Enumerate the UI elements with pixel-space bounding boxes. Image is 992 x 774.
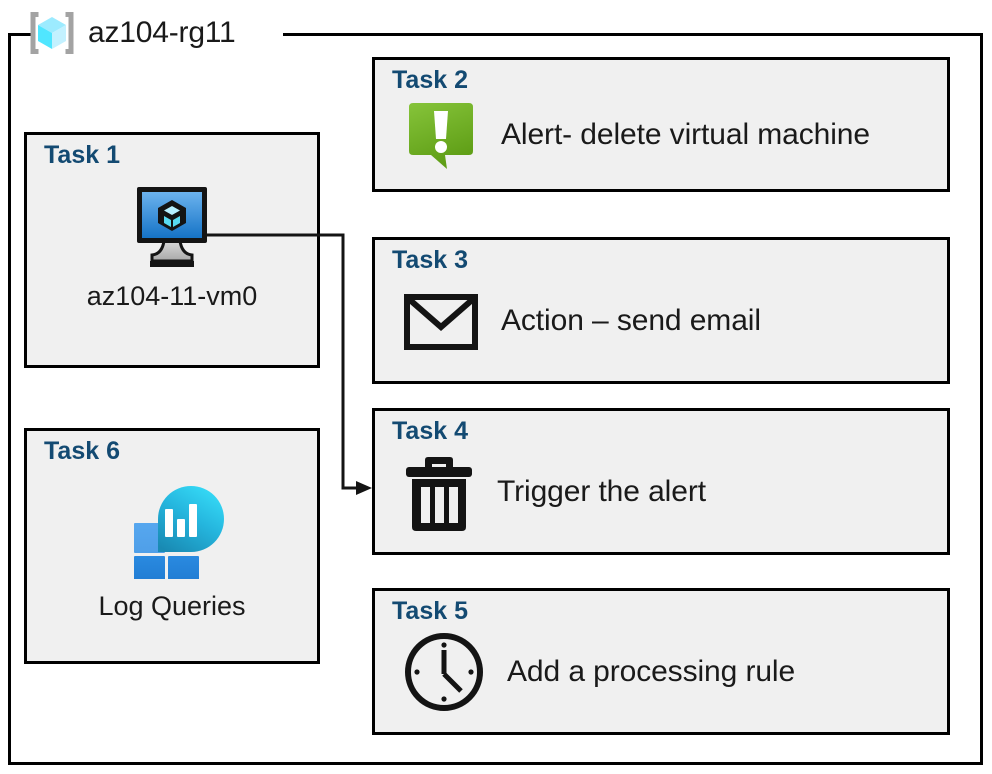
task-4-caption: Trigger the alert: [497, 474, 706, 508]
trash-can-icon: [406, 456, 472, 531]
task-4-label: Task 4: [392, 417, 468, 445]
task-2-caption: Alert- delete virtual machine: [501, 117, 870, 151]
task-1-icon-wrap: [124, 183, 220, 269]
task-2-icon-wrap: [403, 97, 479, 173]
task-5-label: Task 5: [392, 597, 468, 625]
task-4-row: Trigger the alert: [375, 451, 706, 533]
resource-group-cube-icon: [30, 12, 74, 54]
task-3-caption: Action – send email: [501, 303, 761, 337]
task-2-row: Alert- delete virtual machine: [375, 97, 870, 173]
task-2-box[interactable]: Task 2 Alert- delete virtual machine: [372, 57, 950, 192]
task-6-label: Task 6: [44, 437, 120, 465]
task-3-label: Task 3: [392, 246, 468, 274]
resource-group-frame-top-right-segment: [283, 33, 983, 36]
task-1-label: Task 1: [44, 141, 120, 169]
envelope-icon: [404, 293, 478, 350]
resource-group-frame-top-left-segment: [8, 33, 32, 36]
clock-icon: [405, 632, 483, 711]
task-5-caption: Add a processing rule: [507, 654, 796, 688]
task-4-icon-wrap: [403, 451, 475, 533]
task-3-row: Action – send email: [375, 291, 761, 351]
task-5-row: Add a processing rule: [375, 631, 795, 713]
task-1-box[interactable]: Task 1: [24, 132, 320, 368]
task-4-box[interactable]: Task 4 Trigger the alert: [372, 408, 950, 555]
alert-callout-exclamation-icon: [409, 102, 473, 169]
task-5-box[interactable]: Task 5 Add a processing rule: [372, 588, 950, 735]
task-6-box[interactable]: Task 6: [24, 428, 320, 664]
resource-group-header: az104-rg11: [26, 4, 236, 62]
resource-group-name: az104-rg11: [88, 16, 236, 49]
log-analytics-icon: [134, 486, 224, 579]
task-5-icon-wrap: [403, 631, 485, 713]
task-3-box[interactable]: Task 3 Action – send email: [372, 237, 950, 384]
resource-group-frame: [8, 33, 983, 765]
task-6-icon-wrap: [120, 479, 224, 579]
task-3-icon-wrap: [403, 291, 479, 351]
task-1-caption: az104-11-vm0: [86, 281, 258, 311]
task-6-caption: Log Queries: [98, 591, 246, 621]
task-2-label: Task 2: [392, 66, 468, 94]
virtual-machine-icon: [137, 187, 207, 267]
